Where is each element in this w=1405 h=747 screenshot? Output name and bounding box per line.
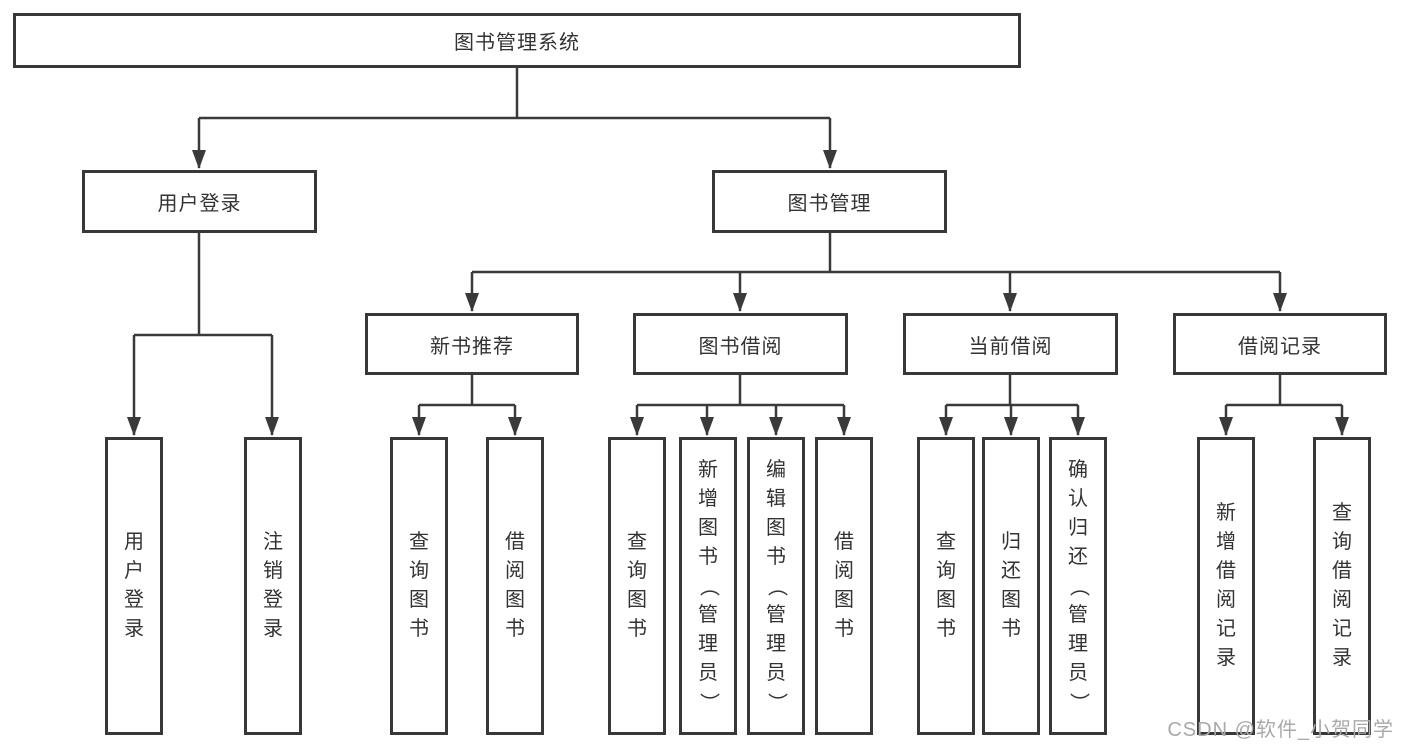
leaf-current-query-books: 查询图书 xyxy=(917,437,975,735)
leaf-edit-books-admin: 编辑图书（管理员） xyxy=(747,437,805,735)
leaf-borrow-books: 借阅图书 xyxy=(815,437,873,735)
leaf-return-books: 归还图书 xyxy=(982,437,1040,735)
node-user-login-group: 用户登录 xyxy=(82,170,317,233)
leaf-add-borrow-record: 新增借阅记录 xyxy=(1197,437,1255,735)
leaf-add-books-admin: 新增图书（管理员） xyxy=(679,437,737,735)
leaf-confirm-return-admin: 确认归还（管理员） xyxy=(1049,437,1107,735)
node-new-book-recommend: 新书推荐 xyxy=(365,313,579,375)
leaf-newbook-borrow-books: 借阅图书 xyxy=(486,437,544,735)
leaf-query-borrow-record: 查询借阅记录 xyxy=(1313,437,1371,735)
node-library-system: 图书管理系统 xyxy=(13,13,1021,68)
leaf-logout: 注销登录 xyxy=(244,437,302,735)
csdn-watermark: CSDN @软件_小贺同学 xyxy=(1167,719,1394,741)
leaf-borrow-query-books: 查询图书 xyxy=(608,437,666,735)
leaf-newbook-query-books: 查询图书 xyxy=(390,437,448,735)
node-book-management: 图书管理 xyxy=(712,170,947,233)
leaf-user-login: 用户登录 xyxy=(105,437,163,735)
node-borrow-records: 借阅记录 xyxy=(1173,313,1387,375)
node-book-borrow: 图书借阅 xyxy=(633,313,848,375)
node-current-borrow: 当前借阅 xyxy=(903,313,1118,375)
